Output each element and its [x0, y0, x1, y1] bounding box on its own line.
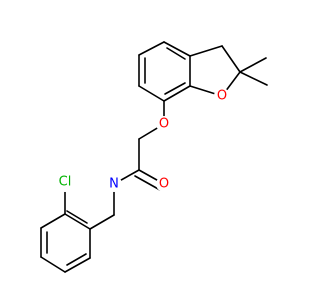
chlorine-atom: Cl [55, 172, 75, 192]
bond [221, 45, 241, 73]
bond [163, 85, 191, 102]
bonds [40, 41, 268, 273]
carbonyl-oxygen-label: O [159, 177, 169, 192]
bond [66, 210, 88, 224]
atom-labels: O O O N Cl [55, 88, 230, 192]
ring-oxygen-label: O [217, 89, 227, 104]
ether-oxygen-atom: O [156, 116, 172, 132]
bond [166, 47, 186, 60]
bond [40, 256, 66, 273]
bond [134, 175, 161, 191]
bond [64, 213, 91, 230]
bond [40, 213, 66, 229]
amide-nitrogen-label: N [109, 177, 119, 192]
ether-oxygen-label: O [159, 117, 169, 132]
carbonyl-oxygen-atom: O [156, 176, 172, 192]
ring-oxygen-atom: O [214, 88, 230, 104]
molecule-structure: O O O N Cl [40, 41, 268, 273]
bond [163, 41, 191, 57]
bond [239, 71, 268, 86]
chlorine-label: Cl [59, 175, 72, 190]
amide-nitrogen-atom: N [106, 176, 122, 192]
bond [138, 85, 165, 102]
bond [189, 45, 223, 57]
bond [239, 57, 267, 73]
bond [66, 253, 87, 266]
bond [89, 214, 115, 230]
bond [138, 41, 165, 56]
bond [64, 257, 91, 273]
bond [164, 82, 186, 95]
